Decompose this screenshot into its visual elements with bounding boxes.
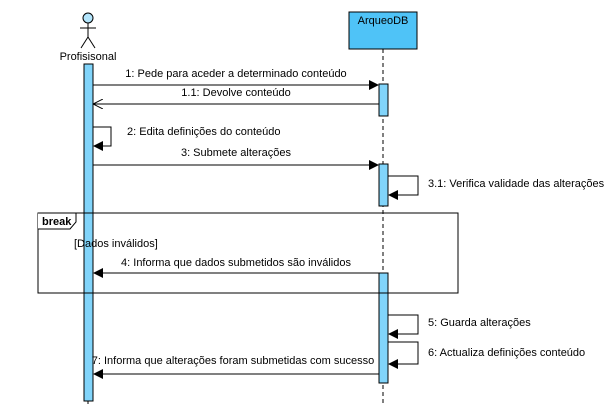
message-5: 5: Guarda alterações bbox=[388, 314, 531, 339]
message-label: 5: Guarda alterações bbox=[428, 317, 531, 329]
message-label: 1: Pede para aceder a determinado conteú… bbox=[125, 68, 346, 80]
message-label: 1.1: Devolve conteúdo bbox=[181, 87, 290, 99]
message-label: 3: Submete alterações bbox=[181, 147, 292, 159]
message-7: 7: Informa que alterações foram submetid… bbox=[92, 355, 379, 379]
object-arqueodb: ArqueoDB bbox=[348, 11, 418, 50]
message-6: 6: Actualiza definições conteúdo bbox=[388, 341, 585, 369]
activation-db-1 bbox=[378, 83, 389, 117]
message-4: 4: Informa que dados submetidos são invá… bbox=[93, 257, 379, 278]
message-3: 3: Submete alterações bbox=[93, 147, 379, 170]
message-3-1: 3.1: Verifica validade das alterações bbox=[388, 175, 605, 200]
activation-db-2 bbox=[378, 163, 389, 207]
activation-actor bbox=[83, 63, 94, 402]
object-label: ArqueoDB bbox=[358, 15, 409, 27]
message-1: 1: Pede para aceder a determinado conteú… bbox=[93, 68, 379, 90]
stick-figure-actor-icon bbox=[80, 12, 96, 49]
message-label: 7: Informa que alterações foram submetid… bbox=[92, 355, 374, 367]
fragment-guard: [Dados inválidos] bbox=[74, 238, 158, 250]
message-label: 3.1: Verifica validade das alterações bbox=[428, 178, 605, 190]
actor-label: Profisisonal bbox=[60, 51, 117, 63]
message-2: 2: Edita definições do conteúdo bbox=[93, 126, 281, 151]
message-label: 2: Edita definições do conteúdo bbox=[127, 126, 281, 138]
fragment-operator: break bbox=[42, 216, 72, 228]
actor-profisisonal: Profisisonal bbox=[60, 12, 117, 63]
break-fragment: break [Dados inválidos] bbox=[37, 212, 459, 294]
activation-db-3 bbox=[378, 272, 389, 384]
message-1-1: 1.1: Devolve conteúdo bbox=[94, 87, 379, 104]
message-label: 4: Informa que dados submetidos são invá… bbox=[121, 257, 351, 269]
message-label: 6: Actualiza definições conteúdo bbox=[428, 347, 585, 359]
